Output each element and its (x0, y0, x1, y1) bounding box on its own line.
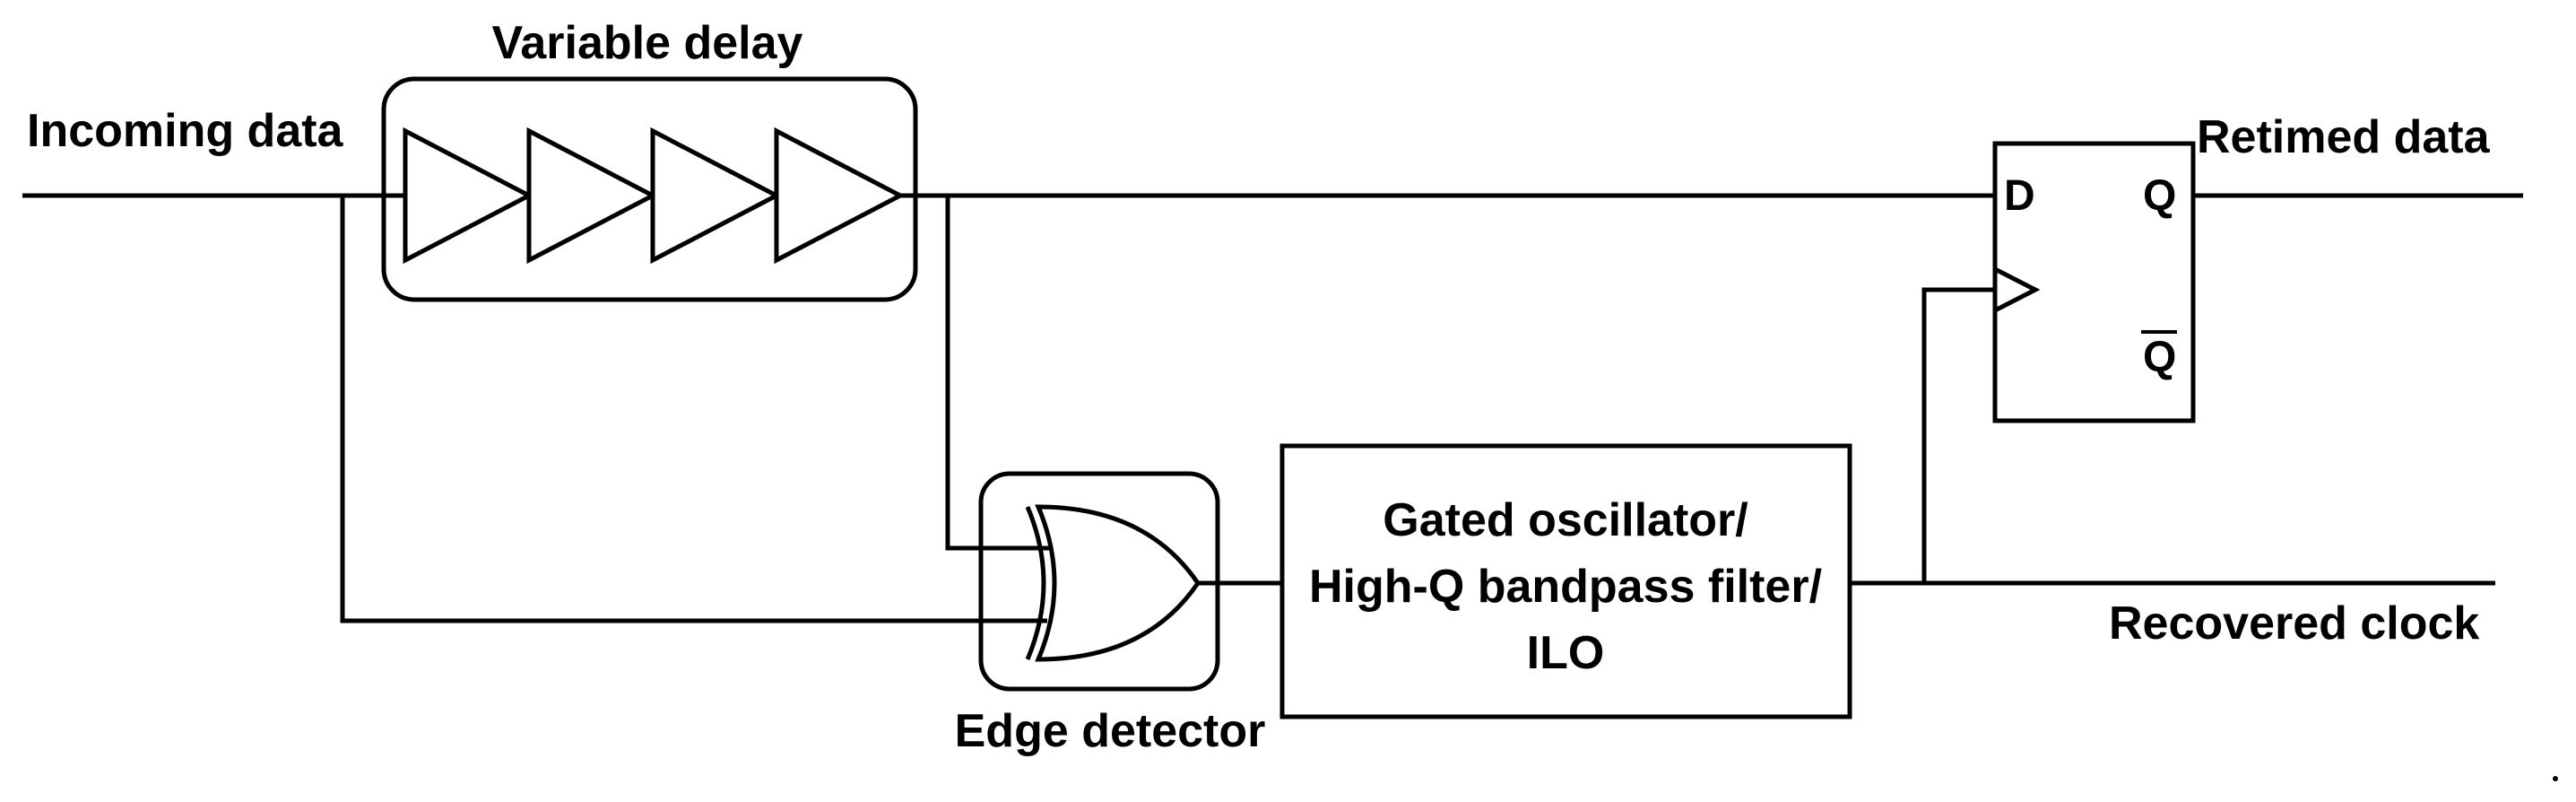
oscillator-filter-block: Gated oscillator/ High-Q bandpass filter… (1279, 443, 1852, 719)
wire-data-to-xor-bottom (340, 196, 1028, 623)
stray-dot (2553, 776, 2558, 781)
xor-gate-icon (1025, 504, 1201, 662)
recovered-clock-label: Recovered clock (2109, 597, 2479, 649)
edge-detector-label: Edge detector (955, 705, 1266, 757)
d-flip-flop-box (1992, 141, 2196, 423)
oscillator-filter-box (1279, 443, 1852, 719)
d-flip-flop: D Q Q (1992, 141, 2196, 423)
wire-clock-to-dff-clk (1921, 287, 1995, 583)
variable-delay-label: Variable delay (492, 17, 803, 69)
buffer-chain (403, 126, 906, 265)
filter-label-line3: ILO (1527, 627, 1605, 679)
wires (22, 193, 2523, 623)
dff-pin-qbar: Q (2143, 334, 2176, 381)
signal-labels: Incoming data Variable delay Edge detect… (27, 17, 2491, 757)
retimed-data-label: Retimed data (2197, 111, 2491, 163)
clock-input-triangle-icon (1993, 266, 2041, 313)
buffer-triangle-icon (774, 126, 906, 265)
dff-pin-d: D (2004, 172, 2035, 220)
buffer-triangle-icon (403, 126, 534, 265)
filter-label-line1: Gated oscillator/ (1383, 494, 1748, 546)
dff-pin-q: Q (2143, 172, 2176, 220)
filter-label-line2: High-Q bandpass filter/ (1309, 561, 1822, 613)
edge-detector-block (978, 471, 1220, 692)
variable-delay-block (381, 76, 918, 302)
edge-detector-box (978, 471, 1220, 692)
buffer-triangle-icon (650, 126, 782, 265)
incoming-data-label: Incoming data (27, 105, 344, 157)
buffer-triangle-icon (526, 126, 658, 265)
